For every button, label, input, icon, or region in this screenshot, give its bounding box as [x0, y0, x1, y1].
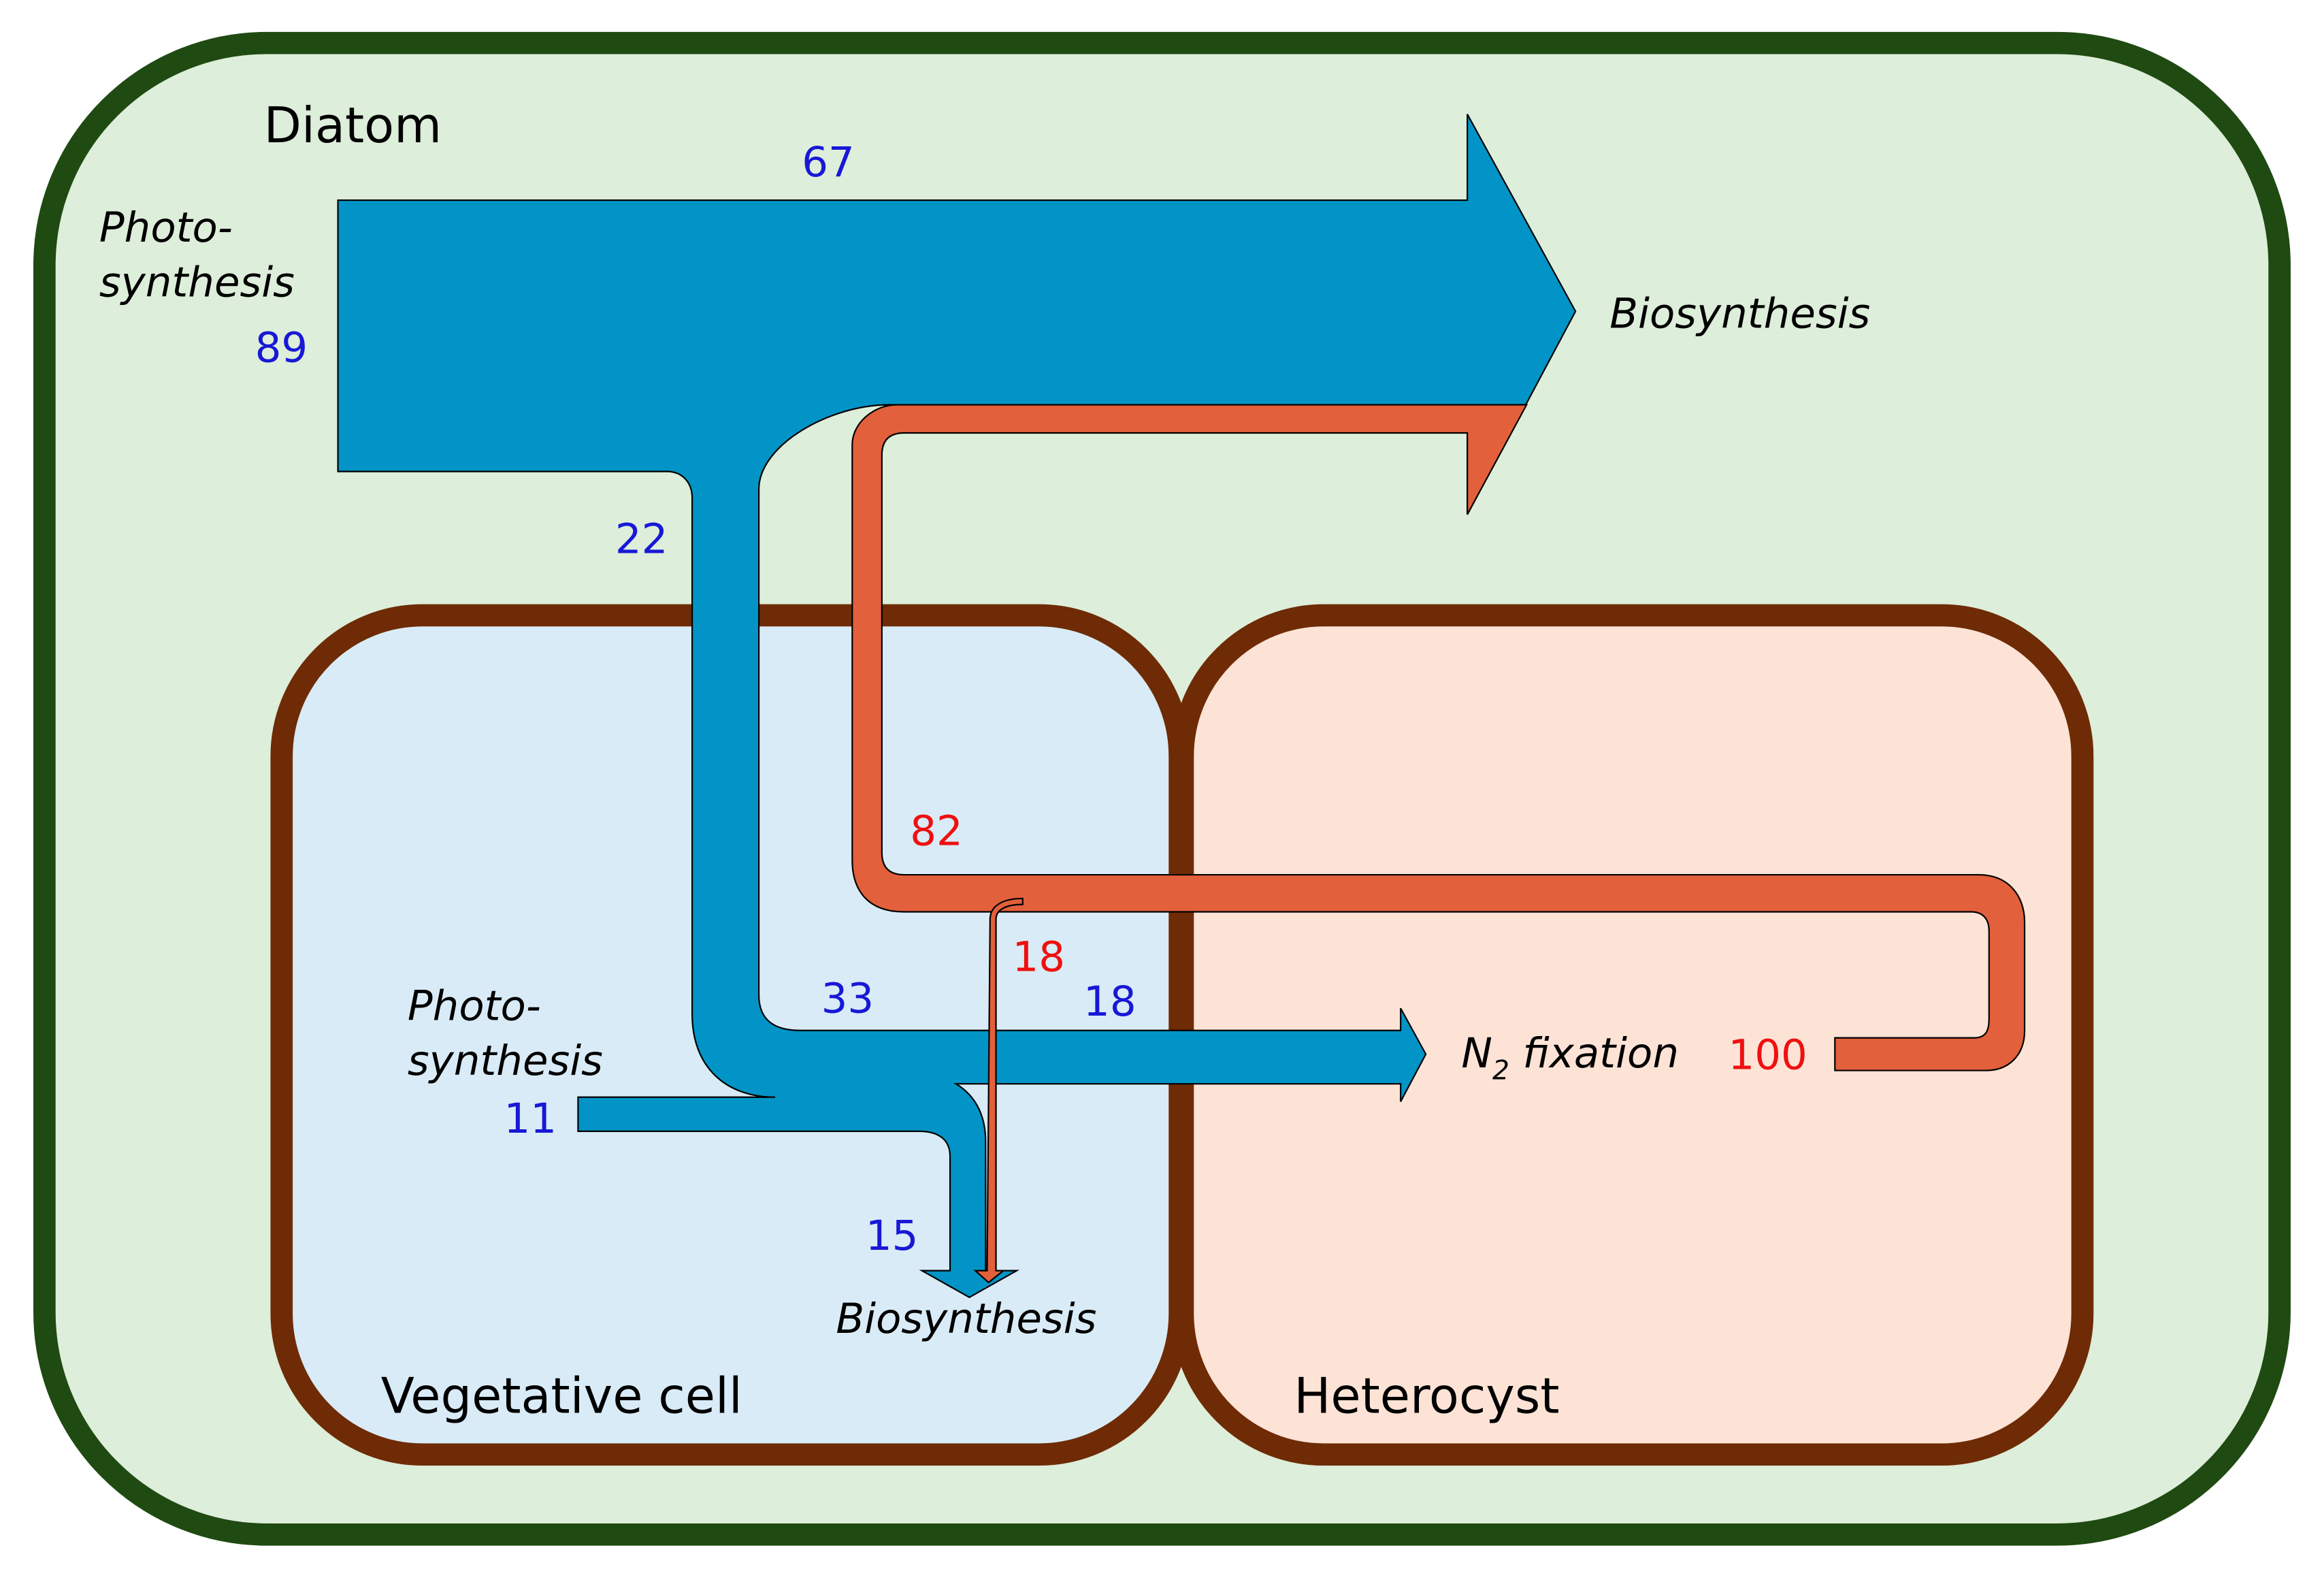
n2-fixation-subscript: 2 [1492, 1056, 1509, 1086]
diatom-carbon-flow-arrow [337, 114, 1577, 1299]
n2-fixation-rest: fixation [1509, 1029, 1679, 1078]
diatom-title: Diatom [264, 97, 442, 154]
flow-value-diatom-photosynthesis: 89 [255, 323, 308, 372]
flow-value-nitrogen-to-vegetative: 18 [1013, 933, 1066, 982]
n2-fixation-label: N2 fixation [1461, 1029, 1679, 1086]
flow-value-carbon-to-heterocyst-a: 33 [821, 975, 874, 1023]
flow-value-nitrogen-to-diatom: 82 [910, 807, 963, 855]
vegetative-photosynthesis-label-line2: synthesis [408, 1037, 603, 1085]
diatom-photosynthesis-label-line1: Photo- [99, 204, 233, 252]
vegetative-cell-title: Vegetative cell [381, 1368, 742, 1425]
heterocyst-title: Heterocyst [1294, 1368, 1559, 1425]
nitrogen-flow-to-diatom [851, 404, 2026, 1071]
vegetative-biosynthesis-label: Biosynthesis [836, 1295, 1096, 1343]
vegetative-photosynthesis-label-line1: Photo- [408, 982, 541, 1031]
diatom-photosynthesis-label-line2: synthesis [99, 259, 295, 307]
flow-value-diatom-to-cyanobacterium: 22 [615, 515, 668, 563]
n2-fixation-n: N [1461, 1029, 1492, 1078]
nitrogen-flow-to-vegetative [973, 897, 1024, 1284]
flow-value-diatom-biosynthesis: 67 [802, 138, 855, 187]
flow-value-n2-fixation: 100 [1728, 1031, 1807, 1079]
flow-value-carbon-to-heterocyst-b: 18 [1083, 978, 1136, 1026]
diatom-biosynthesis-label: Biosynthesis [1609, 289, 1870, 338]
flow-value-vegetative-photosynthesis: 11 [504, 1095, 557, 1143]
flow-value-vegetative-biosynthesis: 15 [866, 1212, 919, 1260]
